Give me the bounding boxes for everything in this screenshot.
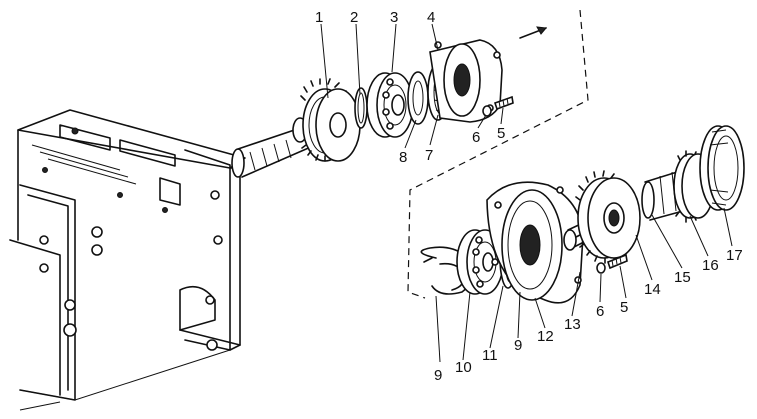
callout-9-lower-left: 9 — [434, 367, 442, 384]
callout-7: 7 — [425, 147, 433, 164]
cover-12 — [486, 181, 584, 304]
callout-15: 15 — [674, 269, 691, 286]
snap-ring-2 — [354, 87, 368, 129]
housing-4 — [429, 39, 503, 123]
callout-5-lower: 5 — [620, 299, 628, 316]
washer-6-lower — [596, 262, 606, 274]
gear-1 — [300, 78, 361, 162]
callout-14: 14 — [644, 281, 661, 298]
flange-17 — [699, 125, 745, 211]
callout-labels: 1 2 3 4 5 6 7 8 9 10 11 9 12 13 6 5 14 1… — [315, 9, 743, 384]
bearing-3 — [366, 72, 414, 138]
washer-6-upper — [482, 105, 492, 117]
gear-14 — [575, 170, 641, 264]
callout-3: 3 — [390, 9, 398, 26]
callout-8: 8 — [399, 149, 407, 166]
callout-16: 16 — [702, 257, 719, 274]
callout-2: 2 — [350, 9, 358, 26]
callout-5-upper: 5 — [497, 125, 505, 142]
callout-9-lower-right: 9 — [514, 337, 522, 354]
assembly-guide-line — [407, 9, 589, 299]
gearbox-housing — [9, 109, 246, 411]
leader-lines — [320, 23, 733, 363]
bolt-5-upper — [493, 95, 514, 111]
callout-4: 4 — [427, 9, 435, 26]
callout-12: 12 — [537, 328, 554, 345]
callout-10: 10 — [455, 359, 472, 376]
bolt-5-lower — [607, 253, 628, 270]
callout-1: 1 — [315, 9, 323, 26]
callout-6-lower: 6 — [596, 303, 604, 320]
callout-13: 13 — [564, 316, 581, 333]
callout-11: 11 — [482, 347, 498, 364]
spacer-8 — [407, 71, 429, 125]
callout-17: 17 — [726, 247, 743, 264]
callout-6-upper: 6 — [472, 129, 480, 146]
